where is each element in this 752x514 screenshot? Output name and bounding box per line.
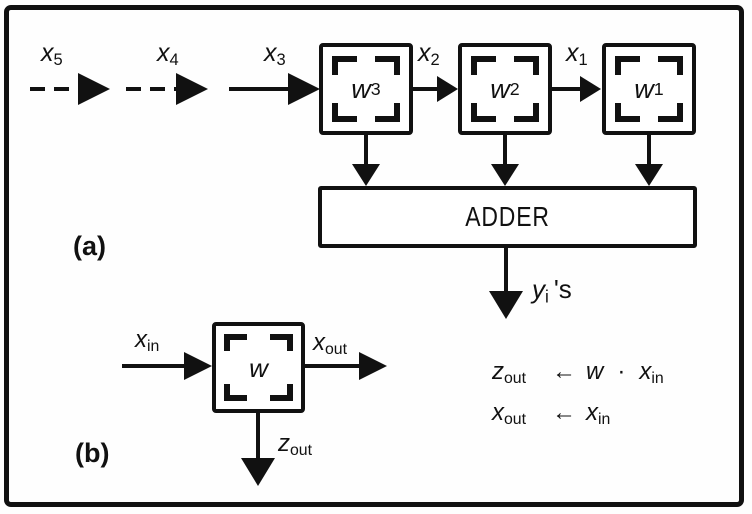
cell-b-box: w xyxy=(212,322,305,413)
corner-bracket-icon xyxy=(270,384,293,401)
corner-bracket-icon xyxy=(471,103,496,122)
corner-bracket-icon xyxy=(514,103,539,122)
equation-xout-lhs: xout xyxy=(492,399,527,428)
adder-output-line xyxy=(504,248,508,292)
arrowhead-x5-icon xyxy=(78,73,110,105)
corner-bracket-icon xyxy=(270,334,293,351)
xin-label: xin xyxy=(135,326,160,355)
arrowhead-x2-icon xyxy=(437,76,458,102)
corner-bracket-icon xyxy=(224,334,247,351)
corner-bracket-icon xyxy=(615,103,640,122)
zout-label: zout xyxy=(278,430,313,459)
input-label-x1: x1 xyxy=(566,39,588,70)
xout-label: xout xyxy=(313,329,348,358)
left-arrow-icon: ← xyxy=(552,399,576,426)
output-label-yi: yi's xyxy=(532,274,572,307)
equation-zout: zout ← w · xin xyxy=(492,358,664,387)
xout-line xyxy=(305,364,360,368)
equation-zout-lhs: zout xyxy=(492,358,527,387)
dashed-line-x5 xyxy=(30,87,78,91)
corner-bracket-icon xyxy=(615,56,640,75)
line-x3 xyxy=(229,87,288,91)
corner-bracket-icon xyxy=(332,103,357,122)
equation-xout: xout ← xin xyxy=(492,399,611,428)
corner-bracket-icon xyxy=(514,56,539,75)
xout-arrowhead-icon xyxy=(359,352,387,380)
w1-to-adder-arrowhead-icon xyxy=(635,164,663,186)
corner-bracket-icon xyxy=(332,56,357,75)
input-label-x5: x5 xyxy=(41,39,63,70)
input-label-x2: x2 xyxy=(418,39,440,70)
w2-to-adder-arrowhead-icon xyxy=(491,164,519,186)
corner-bracket-icon xyxy=(658,56,683,75)
equation-xout-rhs: xin xyxy=(586,399,611,428)
corner-bracket-icon xyxy=(471,56,496,75)
zout-arrowhead-icon xyxy=(241,458,275,486)
adder-output-arrowhead-icon xyxy=(489,291,523,319)
adder-label: ADDER xyxy=(465,201,550,232)
zout-line xyxy=(256,413,260,459)
panel-a-label: (a) xyxy=(73,231,106,261)
equation-zout-rhs-xin: xin xyxy=(639,358,664,387)
panel-b-label: (b) xyxy=(75,438,110,468)
cell-b-label: w xyxy=(249,352,268,383)
corner-bracket-icon xyxy=(658,103,683,122)
xin-line xyxy=(122,364,185,368)
arrowhead-x4-icon xyxy=(176,73,208,105)
multiply-dot-icon: · xyxy=(617,358,626,385)
line-x2 xyxy=(413,87,438,91)
line-x1 xyxy=(552,87,581,91)
w1-to-adder-line xyxy=(647,135,651,165)
arrowhead-x1-icon xyxy=(580,76,601,102)
figure-border xyxy=(4,5,744,507)
w3-to-adder-arrowhead-icon xyxy=(352,164,380,186)
corner-bracket-icon xyxy=(375,56,400,75)
dashed-line-x4 xyxy=(126,87,176,91)
left-arrow-icon: ← xyxy=(552,358,576,385)
arrowhead-x3-icon xyxy=(288,73,320,105)
adder-box: ADDER xyxy=(318,186,697,248)
w2-to-adder-line xyxy=(503,135,507,165)
xin-arrowhead-icon xyxy=(184,352,212,380)
equation-zout-rhs-w: w xyxy=(586,358,604,385)
corner-bracket-icon xyxy=(375,103,400,122)
input-label-x3: x3 xyxy=(264,39,286,70)
corner-bracket-icon xyxy=(224,384,247,401)
w3-to-adder-line xyxy=(364,135,368,165)
input-label-x4: x4 xyxy=(157,39,179,70)
